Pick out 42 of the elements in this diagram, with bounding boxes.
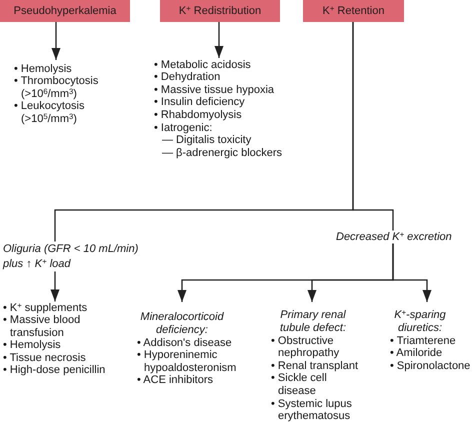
list-item: • Hyporeninemic hypoaldosteronism <box>137 349 237 374</box>
list-subitem: — Digitalis toxicity <box>162 134 252 147</box>
list-item: • K$^{+}$ supplements <box>3 302 88 314</box>
list-item: • Amiloride <box>390 347 444 360</box>
list-item: • Renal transplant <box>271 360 360 372</box>
category-box <box>160 0 280 22</box>
list-item: • Insulin deficiency <box>154 96 246 110</box>
branch-label: Oliguria (GFR < 10 mL/min) plus ↑ K$^{+}$ load <box>3 242 140 272</box>
list-item: • Hemolysis <box>3 339 62 352</box>
arrow <box>50 272 60 302</box>
category-title: K$^{+}$ Redistribution <box>178 4 262 18</box>
list-item: • Hemolysis <box>14 62 73 76</box>
list-item: • Triamterene <box>390 334 457 348</box>
list-item: • Spironolactone <box>390 360 472 372</box>
list-item: • Massive blood transfusion <box>3 314 82 340</box>
list-item: • Rhabdomyolysis <box>154 109 243 122</box>
connector-line <box>352 22 394 230</box>
list-item: • Sickle cell disease <box>271 372 328 398</box>
list-item: • ACE inhibitors <box>137 374 214 388</box>
list-item: • Leukocytosis (>10$^{5}$/mm$^{3}$) <box>14 100 86 126</box>
list-item: • High-dose penicillin <box>3 364 106 378</box>
list-item: • Metabolic acidosis <box>154 58 252 72</box>
category-box <box>303 0 404 22</box>
arrow <box>392 244 432 302</box>
list-item: • Massive tissue hypoxia <box>154 84 276 96</box>
list-item: • Dehydration <box>154 71 222 84</box>
branch-label: Decreased K$^{+}$ excretion <box>336 230 453 244</box>
arrow <box>214 22 224 58</box>
category-title: Pseudohyperkalemia <box>14 4 116 18</box>
list-item: • Thrombocytosis (>10$^{6}$/mm$^{3}$) <box>14 75 100 100</box>
list-item: • Addison's disease <box>137 336 233 350</box>
list-heading: Primary renal tubule defect: <box>278 308 348 335</box>
arrow <box>52 22 60 60</box>
category-box <box>0 0 130 22</box>
category-title: K$^{+}$ Retention <box>322 4 384 18</box>
list-item: • Obstructive nephropathy <box>271 334 340 360</box>
list-heading: K$^{+}$-sparing diuretics: <box>393 308 447 335</box>
list-heading: Mineralocorticoid deficiency: <box>139 310 225 337</box>
list-item: • Systemic lupus erythematosus <box>271 398 353 422</box>
list-item: • Tissue necrosis <box>3 352 87 364</box>
list-subitem: — β-adrenergic blockers <box>162 146 284 160</box>
list-item: • Iatrogenic: <box>154 122 214 134</box>
